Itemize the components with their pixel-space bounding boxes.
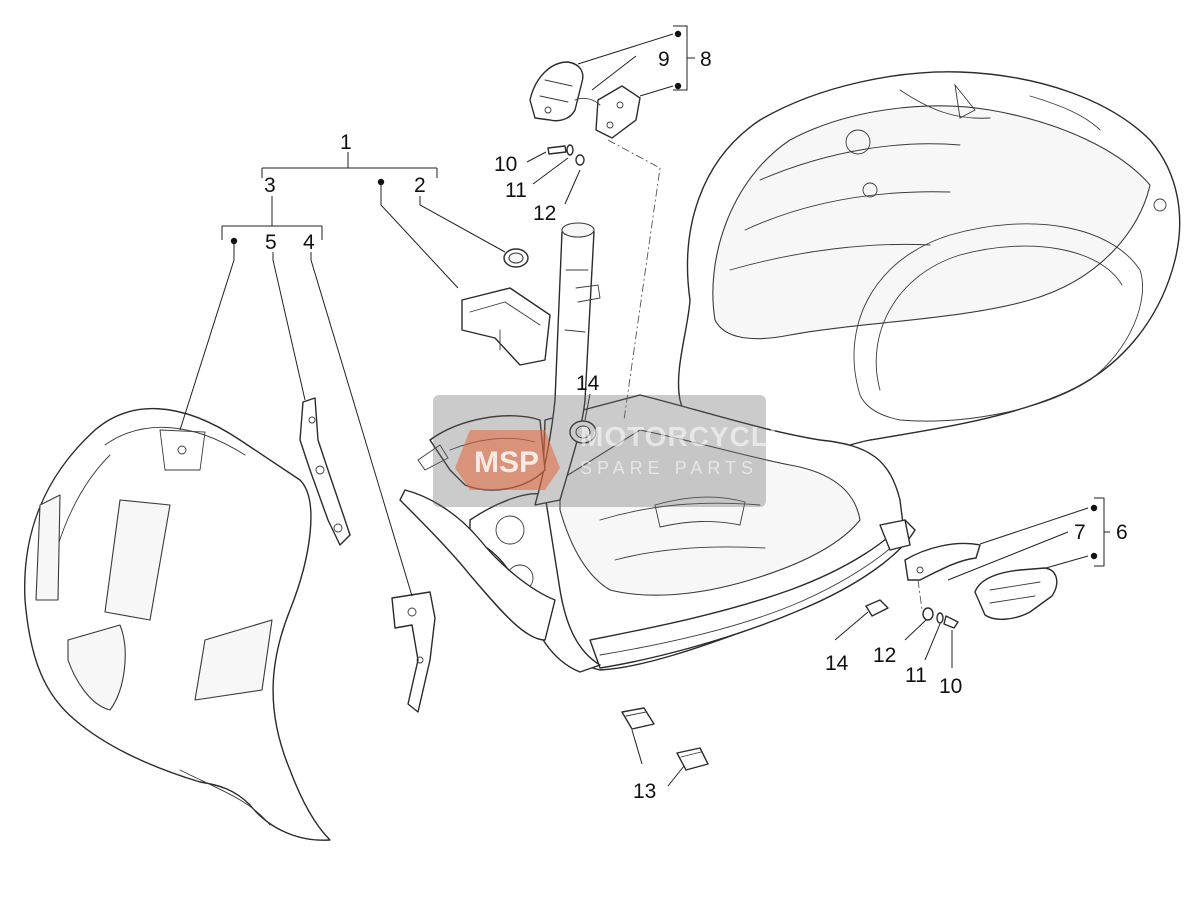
callout-dots: [230, 30, 1098, 560]
callout-10-upper: 10: [494, 153, 517, 176]
callout-5: 5: [265, 231, 277, 254]
callout-9: 9: [658, 48, 670, 71]
part-14-plug-upper: [569, 420, 597, 444]
callout-7: 7: [1074, 521, 1086, 544]
dot-1-frame: [377, 178, 385, 186]
dot-6-bracket: [1090, 504, 1098, 512]
part-2-grommet: [503, 248, 529, 268]
dot-6-rubber: [1090, 552, 1098, 560]
watermark: MSP MOTORCYCLE SPARE PARTS: [433, 395, 789, 507]
part-6-footrest-rubber-lower: [974, 567, 1058, 620]
callout-14-upper: 14: [576, 372, 600, 395]
callout-3: 3: [264, 174, 276, 197]
front-leg-shield: [23, 407, 331, 841]
callout-1: 1: [340, 131, 352, 154]
body-frame-assembly: [399, 71, 1181, 673]
callout-12-lower: 12: [873, 644, 896, 667]
watermark-logo-text: MSP: [474, 446, 539, 479]
callout-12-upper: 12: [533, 202, 556, 225]
part-13-rubber-pad-lower: [676, 747, 709, 771]
callout-2: 2: [414, 174, 426, 197]
callout-labels: 1 2 3 4 5 6 7 8 9 10 10 11 11 12 12 13 1…: [264, 48, 1128, 803]
part-9-footrest-rubber-upper: [529, 61, 584, 122]
leader-lines: [179, 25, 1110, 787]
part-5-bracket: [299, 397, 351, 546]
part-4-bracket: [391, 591, 436, 713]
callout-14-lower: 14: [825, 652, 849, 675]
part-14-plug-lower: [865, 599, 889, 617]
part-7-footrest-bracket-lower: [904, 542, 981, 581]
callout-4: 4: [303, 231, 315, 254]
part-10-11-12-fasteners-lower: [922, 607, 959, 629]
callout-6: 6: [1116, 521, 1128, 544]
dot-3-shield: [230, 237, 238, 245]
dot-8-bracket: [674, 82, 682, 90]
watermark-subtitle: SPARE PARTS: [580, 458, 758, 478]
callout-10-lower: 10: [939, 675, 962, 698]
part-8-footrest-bracket-upper: [574, 85, 641, 139]
watermark-title: MOTORCYCLE: [580, 421, 789, 452]
watermark-logo-icon: [455, 430, 560, 490]
part-10-11-12-fasteners-upper: [547, 144, 585, 166]
callout-11-lower: 11: [905, 664, 927, 687]
dot-8-rubber: [674, 30, 682, 38]
callout-8: 8: [700, 48, 712, 71]
callout-13: 13: [633, 780, 656, 803]
callout-11-upper: 11: [505, 179, 527, 202]
part-13-rubber-pad-upper: [621, 707, 655, 730]
